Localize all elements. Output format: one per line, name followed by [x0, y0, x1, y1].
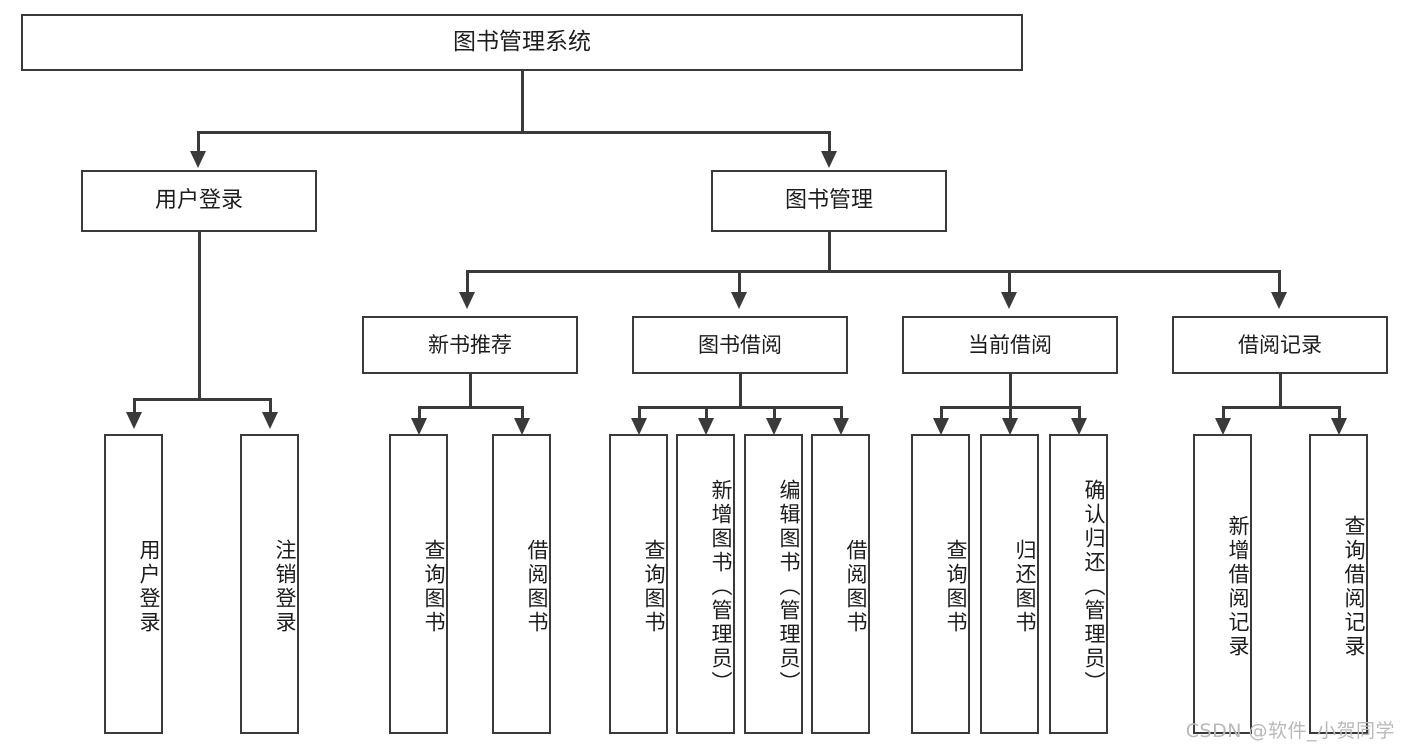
leaf-query-book-borrow[interactable]: 查询图书 [609, 434, 668, 734]
node-label: 归还图书 [1013, 539, 1037, 635]
node-label: 查询借阅记录 [1342, 515, 1366, 659]
node-label: 新增图书（管理员） [709, 479, 733, 695]
arrow-to-book-management [821, 151, 837, 168]
connector-book-borrow-stem [739, 374, 742, 408]
connector-book-borrow-drop-3 [773, 406, 776, 418]
connector-borrow-record-drop-2 [1338, 406, 1341, 418]
leaf-logout[interactable]: 注销登录 [240, 434, 299, 734]
connector-new-book-bus [418, 406, 523, 409]
connector-new-book-drop-1 [418, 406, 421, 418]
arrow-to-user-login [190, 151, 206, 168]
arrow-to-leaf-query-book-c [933, 418, 949, 435]
connector-level2-drop-2 [828, 131, 831, 151]
connector-book-borrow-drop-1 [638, 406, 641, 418]
node-new-book-recommend[interactable]: 新书推荐 [362, 316, 578, 374]
leaf-return-book[interactable]: 归还图书 [980, 434, 1039, 734]
node-label: 借阅记录 [1238, 332, 1322, 357]
leaf-add-book-admin[interactable]: 新增图书（管理员） [676, 434, 735, 734]
connector-level3-drop-1 [466, 270, 469, 292]
leaf-user-login[interactable]: 用户登录 [104, 434, 163, 734]
node-label: 新书推荐 [428, 332, 512, 357]
node-book-management[interactable]: 图书管理 [711, 170, 947, 232]
connector-current-borrow-drop-1 [940, 406, 943, 418]
arrow-to-current-borrow [1001, 292, 1017, 309]
node-label: 查询图书 [642, 539, 666, 635]
connector-borrow-record-drop-1 [1222, 406, 1225, 418]
leaf-borrow-book-recommend[interactable]: 借阅图书 [492, 434, 551, 734]
connector-root-stem [521, 71, 524, 132]
leaf-query-borrow-record[interactable]: 查询借阅记录 [1309, 434, 1368, 734]
arrow-to-leaf-add-borrow-record [1215, 418, 1231, 435]
arrow-to-leaf-add-book [698, 418, 714, 435]
connector-book-management-stem [828, 232, 831, 272]
arrow-to-leaf-borrow-book-a [514, 418, 530, 435]
node-label: 图书管理 [784, 188, 873, 214]
leaf-edit-book-admin[interactable]: 编辑图书（管理员） [744, 434, 803, 734]
node-label: 用户登录 [154, 188, 243, 214]
arrow-to-leaf-edit-book [766, 418, 782, 435]
connector-current-borrow-stem [1009, 374, 1012, 408]
node-label: 新增借阅记录 [1226, 515, 1250, 659]
node-label: 确认归还（管理员） [1082, 479, 1106, 695]
node-label: 借阅图书 [525, 539, 549, 635]
connector-user-login-stem [198, 232, 201, 400]
arrow-to-leaf-query-book-b [631, 418, 647, 435]
leaf-confirm-return-admin[interactable]: 确认归还（管理员） [1049, 434, 1108, 734]
connector-borrow-record-bus [1222, 406, 1340, 409]
csdn-watermark: CSDN @软件_小贺同学 [1185, 720, 1395, 742]
leaf-borrow-book[interactable]: 借阅图书 [811, 434, 870, 734]
arrow-to-borrow-record [1271, 292, 1287, 309]
node-label: 查询图书 [944, 539, 968, 635]
connector-new-book-drop-2 [521, 406, 524, 418]
node-user-login[interactable]: 用户登录 [81, 170, 317, 232]
connector-level2-drop-1 [197, 131, 200, 151]
node-label: 查询图书 [422, 539, 446, 635]
node-label: 编辑图书（管理员） [777, 479, 801, 695]
connector-user-login-drop-2 [269, 398, 272, 412]
node-label: 借阅图书 [844, 539, 868, 635]
connector-book-borrow-bus [638, 406, 842, 409]
connector-book-borrow-drop-2 [705, 406, 708, 418]
connector-book-borrow-drop-4 [840, 406, 843, 418]
arrow-to-leaf-user-login [126, 412, 142, 429]
arrow-to-leaf-logout [262, 412, 278, 429]
arrow-to-book-borrow [731, 292, 747, 309]
node-label: 图书借阅 [698, 332, 782, 357]
arrow-to-leaf-confirm-return [1071, 418, 1087, 435]
node-label: 图书管理系统 [453, 28, 591, 55]
connector-level3-drop-4 [1278, 270, 1281, 292]
node-current-borrow[interactable]: 当前借阅 [902, 316, 1118, 374]
arrow-to-new-book-recommend [459, 292, 475, 309]
connector-user-login-bus [133, 398, 271, 401]
arrow-to-leaf-query-borrow-record [1331, 418, 1347, 435]
connector-level3-drop-2 [738, 270, 741, 292]
node-label: 当前借阅 [968, 332, 1052, 357]
node-borrow-record[interactable]: 借阅记录 [1172, 316, 1388, 374]
arrow-to-leaf-query-book-a [411, 418, 427, 435]
connector-level3-bus [466, 270, 1280, 273]
connector-current-borrow-drop-3 [1078, 406, 1081, 418]
connector-borrow-record-stem [1279, 374, 1282, 408]
leaf-add-borrow-record[interactable]: 新增借阅记录 [1193, 434, 1252, 734]
connector-level3-drop-3 [1008, 270, 1011, 292]
node-label: 注销登录 [273, 539, 297, 635]
leaf-query-book-current[interactable]: 查询图书 [911, 434, 970, 734]
leaf-query-book-recommend[interactable]: 查询图书 [389, 434, 448, 734]
node-label: 用户登录 [137, 539, 161, 635]
connector-new-book-stem [469, 374, 472, 408]
connector-level2-bus [197, 131, 830, 134]
node-book-borrow[interactable]: 图书借阅 [632, 316, 848, 374]
connector-user-login-drop-1 [133, 398, 136, 412]
arrow-to-leaf-return-book [1002, 418, 1018, 435]
connector-current-borrow-drop-2 [1009, 406, 1012, 418]
arrow-to-leaf-borrow-book-b [833, 418, 849, 435]
node-root-book-management-system[interactable]: 图书管理系统 [21, 14, 1023, 71]
